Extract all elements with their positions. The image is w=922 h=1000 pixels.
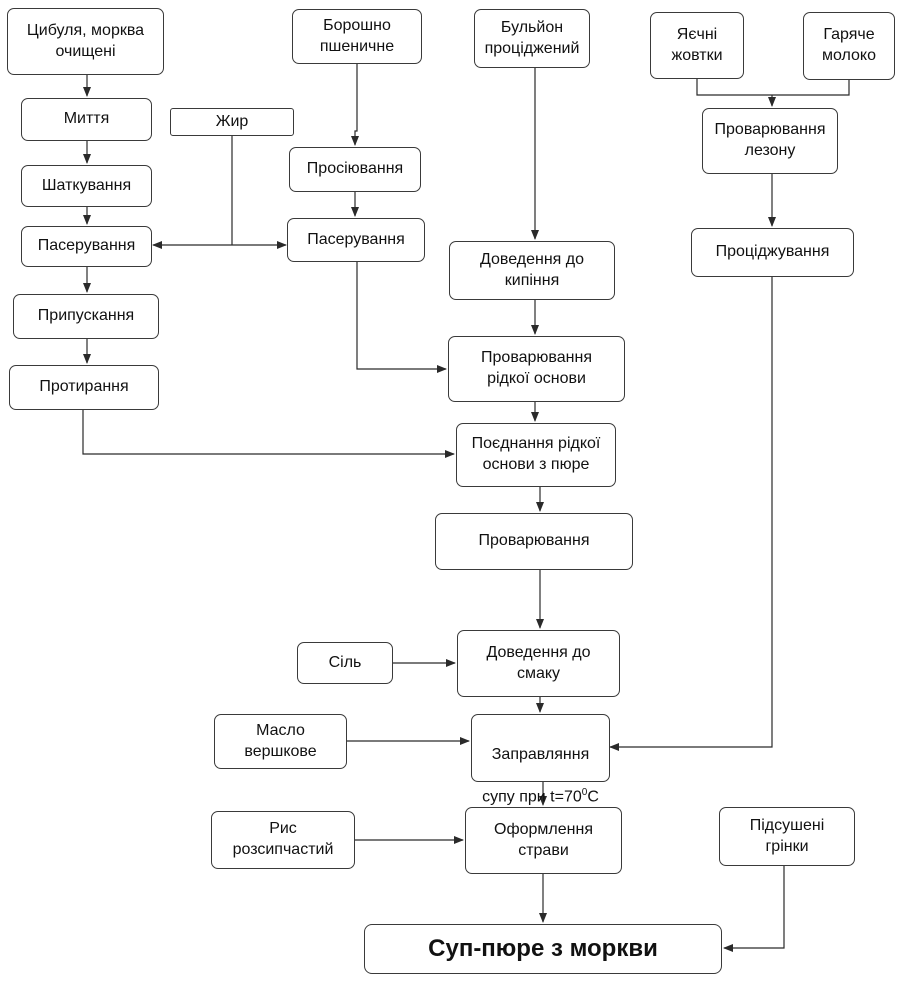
node-dress-suffix: C: [587, 788, 599, 806]
node-butter: Масло вершкове: [214, 714, 347, 769]
node-taste: Доведення до смаку: [457, 630, 620, 697]
line-yolks-join: [696, 79, 850, 96]
node-rice: Рис розсипчастий: [211, 811, 355, 869]
node-saute-veg: Пасерування: [21, 226, 152, 267]
node-shredding: Шаткування: [21, 165, 152, 207]
node-boiling: Доведення до кипіння: [449, 241, 615, 300]
node-dress-degree: 0: [581, 787, 588, 799]
arrow-straining-to-dress: [609, 277, 773, 751]
node-plating: Оформлення страви: [465, 807, 622, 874]
node-onion-carrot: Цибуля, морква очищені: [7, 8, 164, 75]
node-dress-line1: Заправляння: [491, 745, 590, 763]
arrow-croutons-to-final: [723, 866, 785, 952]
node-combine: Поєднання рідкої основи з пюре: [456, 423, 616, 487]
node-flour: Борошно пшеничне: [292, 9, 422, 64]
node-croutons: Підсушені грінки: [719, 807, 855, 866]
node-dress: Заправляння супу при t=700C: [471, 714, 610, 806]
node-boil-base: Проварювання рідкої основи: [448, 336, 625, 402]
node-rubbing: Протирання: [9, 365, 159, 410]
arrow-saute-flour-to-boil-base: [356, 262, 447, 373]
node-simmer: Проварювання: [435, 513, 633, 570]
node-broth: Бульйон проціджений: [474, 9, 590, 68]
node-dress-prefix: супу при t=70: [482, 788, 582, 806]
node-yolks: Яєчні жовтки: [650, 12, 744, 79]
node-hot-milk: Гаряче молоко: [803, 12, 895, 80]
node-final-dish: Суп-пюре з моркви: [364, 924, 722, 974]
node-straining: Проціджування: [691, 228, 854, 277]
arrow-flour-to-sifting: [351, 64, 359, 146]
arrow-rubbing-to-combine: [82, 410, 455, 458]
node-salt: Сіль: [297, 642, 393, 684]
node-fat: Жир: [170, 108, 294, 136]
node-saute-flour: Пасерування: [287, 218, 425, 262]
node-boil-lezon: Проварювання лезону: [702, 108, 838, 174]
node-dress-line2: супу при t=700C: [476, 786, 605, 808]
node-stewing: Припускання: [13, 294, 159, 339]
node-washing: Миття: [21, 98, 152, 141]
node-sifting: Просіювання: [289, 147, 421, 192]
